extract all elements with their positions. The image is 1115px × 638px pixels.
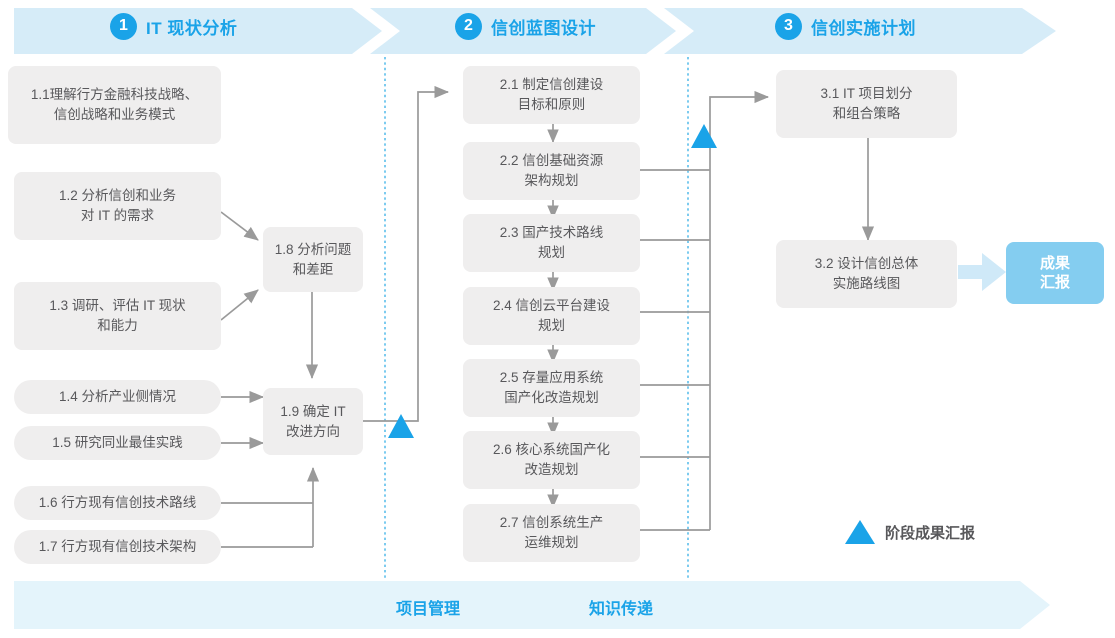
phase-number-1: 1 xyxy=(110,12,137,40)
phase-header-1[interactable]: 1 IT 现状分析 xyxy=(110,11,237,41)
phase-number-3: 3 xyxy=(775,12,802,40)
phase-title-2: 信创蓝图设计 xyxy=(491,18,596,38)
task-box-2-4[interactable]: 2.4 信创云平台建设规划 xyxy=(463,287,640,345)
task-box-3-1[interactable]: 3.1 IT 项目划分和组合策略 xyxy=(776,70,957,138)
task-box-1-5[interactable]: 1.5 研究同业最佳实践 xyxy=(14,426,221,460)
task-box-2-7[interactable]: 2.7 信创系统生产运维规划 xyxy=(463,504,640,562)
task-box-2-5[interactable]: 2.5 存量应用系统国产化改造规划 xyxy=(463,359,640,417)
task-box-1-8[interactable]: 1.8 分析问题和差距 xyxy=(263,227,363,292)
lane-label-project-management: 项目管理 xyxy=(396,601,461,618)
lane-label-knowledge-transfer: 知识传递 xyxy=(589,601,654,618)
phase-title-1: IT 现状分析 xyxy=(146,18,238,38)
phase-banner-bottom xyxy=(14,581,1050,629)
phase-title-3: 信创实施计划 xyxy=(811,18,916,38)
task-box-2-6[interactable]: 2.6 核心系统国产化改造规划 xyxy=(463,431,640,489)
phase-number-2: 2 xyxy=(455,12,482,40)
phase-header-2[interactable]: 2 信创蓝图设计 xyxy=(455,11,596,41)
task-box-1-4[interactable]: 1.4 分析产业侧情况 xyxy=(14,380,221,414)
task-box-1-6[interactable]: 1.6 行方现有信创技术路线 xyxy=(14,486,221,520)
result-badge[interactable]: 成果汇报 xyxy=(1006,242,1104,304)
legend-milestone: 阶段成果汇报 xyxy=(845,520,975,544)
result-arrow xyxy=(958,253,1006,291)
legend-label: 阶段成果汇报 xyxy=(885,524,976,542)
connectors-phase-2-to-3 xyxy=(640,90,770,531)
task-box-1-2[interactable]: 1.2 分析信创和业务对 IT 的需求 xyxy=(14,172,221,240)
milestone-triangle-icon xyxy=(845,520,875,544)
task-box-1-3[interactable]: 1.3 调研、评估 IT 现状和能力 xyxy=(14,282,221,350)
milestone-triangle-icon-1 xyxy=(388,414,414,438)
connectors-phase-1 xyxy=(220,85,450,548)
milestone-triangle-icon-2 xyxy=(691,124,717,148)
task-box-3-2[interactable]: 3.2 设计信创总体实施路线图 xyxy=(776,240,957,308)
phase-header-3[interactable]: 3 信创实施计划 xyxy=(775,11,916,41)
task-box-1-1[interactable]: 1.1理解行方金融科技战略、信创战略和业务模式 xyxy=(8,66,221,144)
task-box-2-2[interactable]: 2.2 信创基础资源架构规划 xyxy=(463,142,640,200)
task-box-2-3[interactable]: 2.3 国产技术路线规划 xyxy=(463,214,640,272)
task-box-1-7[interactable]: 1.7 行方现有信创技术架构 xyxy=(14,530,221,564)
task-box-2-1[interactable]: 2.1 制定信创建设目标和原则 xyxy=(463,66,640,124)
